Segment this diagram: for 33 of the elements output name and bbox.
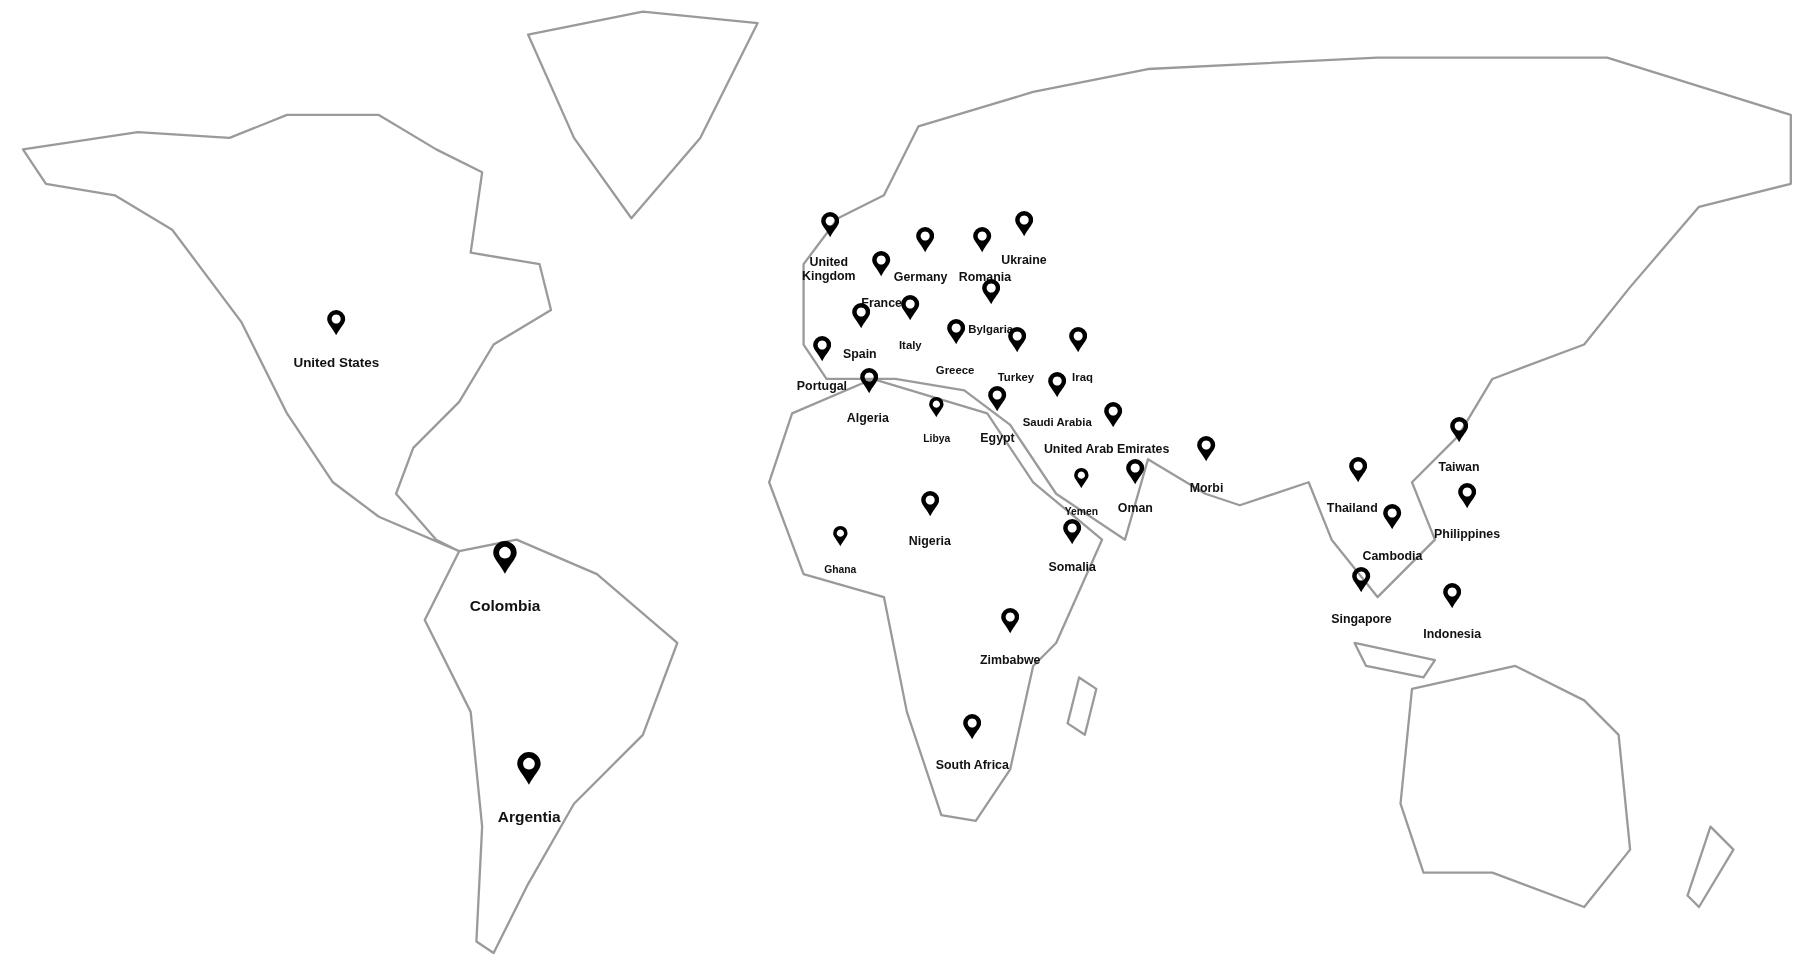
country-label: Greece bbox=[935, 363, 975, 377]
country-label: United States bbox=[293, 355, 380, 371]
country-label: Yemen bbox=[1064, 506, 1099, 518]
country-label: United Kingdom bbox=[801, 256, 857, 284]
country-label: Argentia bbox=[497, 808, 561, 826]
country-label: United Arab Emirates bbox=[1043, 443, 1170, 457]
country-label: Taiwan bbox=[1438, 461, 1480, 476]
country-label: Portugal bbox=[796, 379, 848, 394]
country-label: Philippines bbox=[1434, 528, 1501, 542]
country-label: Germany bbox=[893, 270, 948, 285]
country-label: Somalia bbox=[1048, 561, 1096, 575]
country-label: Morbi bbox=[1189, 482, 1224, 496]
country-label: Oman bbox=[1117, 501, 1153, 516]
country-label: Libya bbox=[923, 432, 951, 445]
country-label: Ukraine bbox=[1001, 253, 1047, 268]
country-label: Italy bbox=[898, 338, 922, 352]
country-label: Saudi Arabia bbox=[1022, 415, 1092, 429]
country-label: Cambodia bbox=[1362, 549, 1423, 564]
country-label: Spain bbox=[842, 347, 877, 362]
country-label: Nigeria bbox=[908, 534, 951, 549]
country-label: Ghana bbox=[824, 563, 857, 575]
country-label: France bbox=[861, 297, 902, 311]
country-label: Algeria bbox=[846, 412, 889, 426]
country-label: Indonesia bbox=[1423, 627, 1482, 642]
country-label: Turkey bbox=[997, 370, 1035, 384]
country-label: Zimbabwe bbox=[979, 654, 1041, 668]
country-label: Iraq bbox=[1072, 370, 1093, 384]
country-label: South Africa bbox=[935, 758, 1009, 773]
country-label: Egypt bbox=[980, 431, 1015, 446]
country-label: Singapore bbox=[1331, 613, 1392, 627]
country-label: Thailand bbox=[1326, 501, 1378, 516]
country-label: Romania bbox=[958, 270, 1012, 285]
country-label: Colombia bbox=[469, 596, 541, 614]
